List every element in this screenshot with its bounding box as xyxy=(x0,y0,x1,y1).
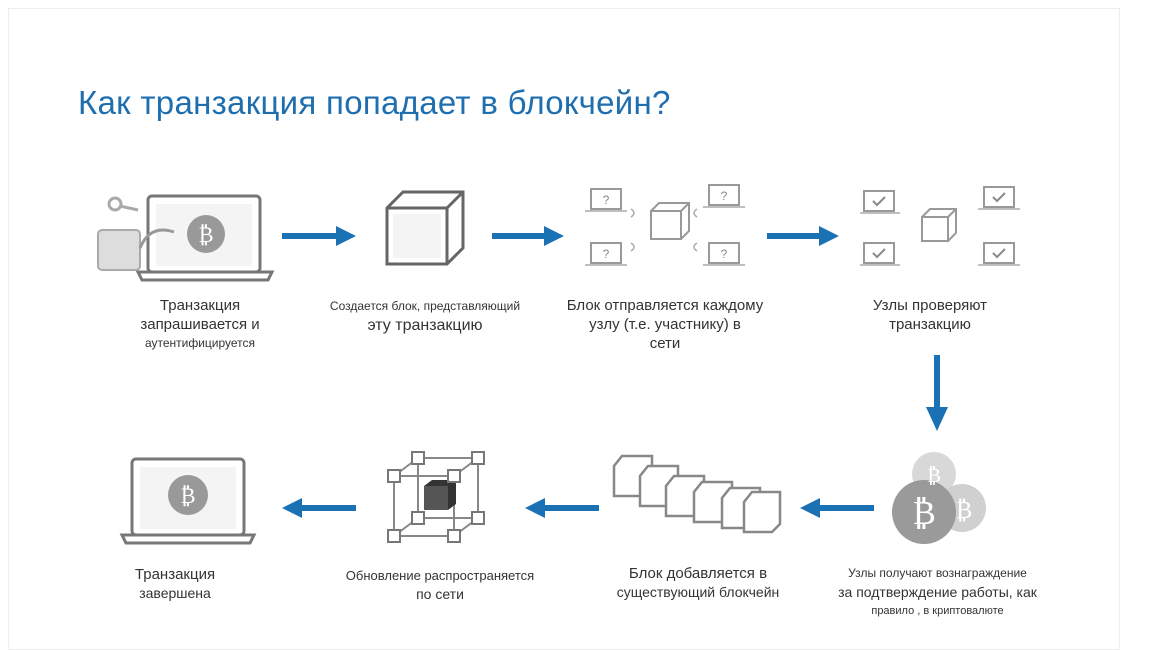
arrow-left-icon xyxy=(282,498,356,518)
step3-line3: сети xyxy=(649,335,681,352)
step5-line3: правило , в криптовалюте xyxy=(871,605,1004,617)
svg-text:?: ? xyxy=(603,193,610,207)
nodes-verify-icon xyxy=(860,186,1020,266)
arrow-right-icon xyxy=(492,226,564,246)
arrow-right-icon xyxy=(767,226,839,246)
bitcoin-coins-icon: ₿ ₿ ₿ xyxy=(892,452,986,544)
step2-line1: Создается блок, представляющий xyxy=(329,299,521,313)
arrow-down-icon xyxy=(926,355,948,431)
step1-line3: аутентифицируется xyxy=(144,336,256,350)
step7-line2: по сети xyxy=(416,586,464,602)
svg-text:?: ? xyxy=(721,247,728,261)
step6-line1: Блок добавляется в xyxy=(628,565,768,582)
laptop-bitcoin-icon: ₿ xyxy=(119,457,257,545)
step6-line2: существующий блокчейн xyxy=(616,584,780,600)
arrow-right-icon xyxy=(282,226,356,246)
arrow-left-icon xyxy=(800,498,874,518)
blockchain-blocks-icon xyxy=(612,454,782,534)
svg-text:?: ? xyxy=(721,189,728,203)
step5-line2: за подтверждение работы, как xyxy=(838,584,1037,600)
step3-line1: Блок отправляется каждому xyxy=(566,297,764,314)
step7-line1: Обновление распространяется xyxy=(345,568,535,583)
step5-line1: Узлы получают вознаграждение xyxy=(848,566,1027,580)
step8-line1: Транзакция xyxy=(134,566,216,583)
network-cube-icon xyxy=(387,451,485,543)
step4-line1: Узлы проверяют xyxy=(872,297,988,314)
svg-text:₿: ₿ xyxy=(956,496,973,524)
step1-line2: запрашивается и xyxy=(140,316,260,333)
arrow-left-icon xyxy=(525,498,599,518)
laptop-wallet-icon: ₿ xyxy=(97,194,275,282)
step2-line2: эту транзакцию xyxy=(367,317,483,334)
step1-line1: Транзакция xyxy=(159,297,241,314)
step4-line2: транзакцию xyxy=(889,316,971,333)
svg-text:₿: ₿ xyxy=(927,463,941,487)
page-title: Как транзакция попадает в блокчейн? xyxy=(78,84,671,121)
svg-text:₿: ₿ xyxy=(180,484,195,509)
block-cube-icon xyxy=(385,190,465,266)
svg-text:₿: ₿ xyxy=(198,223,213,248)
step8-line2: завершена xyxy=(139,585,211,601)
step3-line2: узлу (т.е. участнику) в xyxy=(589,316,741,333)
network-broadcast-icon: ???? xyxy=(585,184,745,266)
svg-text:₿: ₿ xyxy=(912,493,936,533)
svg-text:?: ? xyxy=(603,247,610,261)
